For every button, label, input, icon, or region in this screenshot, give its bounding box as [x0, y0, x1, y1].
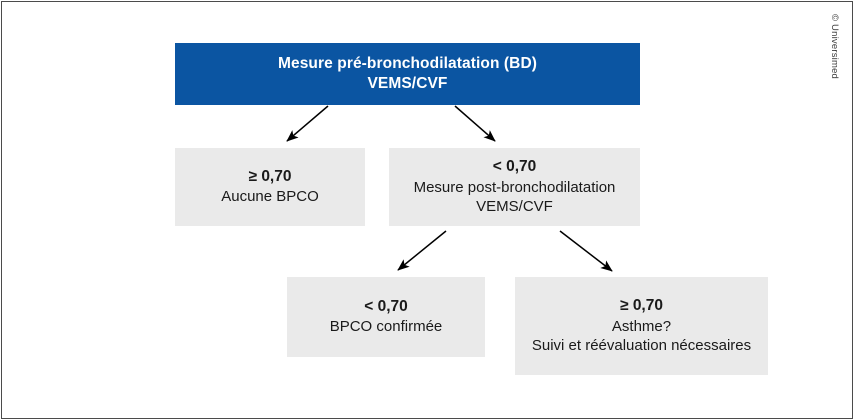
- node-asthma-threshold: ≥ 0,70: [620, 297, 663, 315]
- node-pre-bronchodilation: Mesure pré-bronchodilatation (BD) VEMS/C…: [175, 43, 640, 105]
- arrow-post-bd-to-copd-confirmed: [397, 230, 447, 271]
- node-asthma-line-2: Suivi et réévaluation nécessaires: [531, 337, 752, 355]
- node-no-copd-threshold: ≥ 0,70: [248, 168, 292, 186]
- node-no-copd: ≥ 0,70 Aucune BPCO: [175, 148, 365, 226]
- node-pre-bronchodilation-line-2: VEMS/CVF: [367, 75, 448, 92]
- arrow-post-bd-to-asthma: [559, 230, 613, 272]
- node-pre-bronchodilation-line-1: Mesure pré-bronchodilatation (BD): [277, 54, 538, 72]
- node-asthma-line-1: Asthme?: [611, 317, 672, 335]
- node-copd-confirmed-threshold: < 0,70: [364, 298, 408, 316]
- node-asthma: ≥ 0,70 Asthme? Suivi et réévaluation néc…: [515, 277, 768, 375]
- node-post-bronchodilation-threshold: < 0,70: [492, 158, 537, 176]
- node-post-bronchodilation-line-2: VEMS/CVF: [476, 198, 553, 216]
- node-copd-confirmed: < 0,70 BPCO confirmée: [287, 277, 485, 357]
- node-post-bronchodilation: < 0,70 Mesure post-bronchodilatation VEM…: [389, 148, 640, 226]
- node-post-bronchodilation-line-1: Mesure post-bronchodilatation: [413, 178, 616, 196]
- arrow-root-to-no-copd: [286, 105, 329, 142]
- copyright-credit: © Universimed: [829, 14, 840, 80]
- node-copd-confirmed-line-1: BPCO confirmée: [329, 318, 443, 336]
- node-no-copd-line-1: Aucune BPCO: [221, 188, 319, 206]
- arrow-root-to-post-bd: [454, 105, 496, 142]
